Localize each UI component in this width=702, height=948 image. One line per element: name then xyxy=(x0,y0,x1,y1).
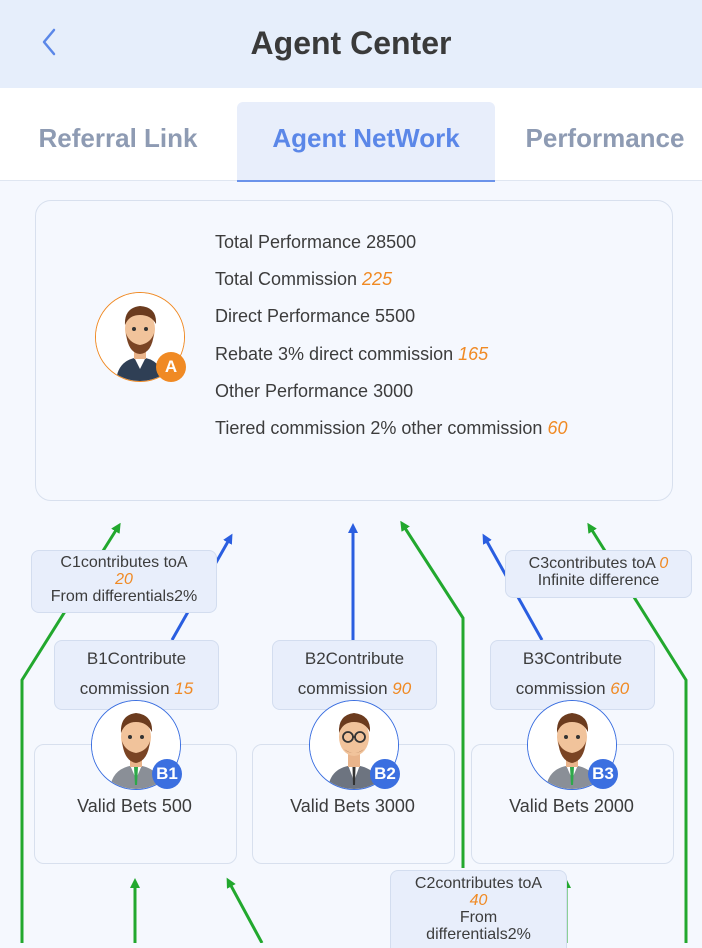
other-performance: Other Performance 3000 xyxy=(215,381,414,401)
c1-value: 20 xyxy=(115,571,133,588)
header-bar: Agent Center xyxy=(0,0,702,88)
b2-contrib-line2: commission 90 xyxy=(273,674,436,704)
c3-line1: C3contributes toA xyxy=(528,555,660,572)
c3-line1-wrap: C3contributes toA 0 xyxy=(506,555,691,572)
c2-line4: differentials2% xyxy=(426,926,531,943)
arrow-c2-to-a xyxy=(400,520,465,868)
b3-contribution-box: B3Contribute commission 60 xyxy=(490,640,655,710)
direct-performance: Direct Performance 5500 xyxy=(215,306,416,326)
b3-commission-value: 60 xyxy=(610,679,630,698)
c3-line2: Infinite difference xyxy=(537,572,660,589)
b3-contrib-line2: commission 60 xyxy=(491,674,654,704)
b1-contribution-box: B1Contribute commission 15 xyxy=(54,640,219,710)
c2-line1: C2contributes toA xyxy=(414,875,543,892)
c2-value: 40 xyxy=(469,892,488,909)
c1-line3: From differentials2% xyxy=(50,588,198,605)
total-performance: Total Performance 28500 xyxy=(215,232,417,252)
tab-agent-network[interactable]: Agent NetWork xyxy=(237,102,495,182)
total-commission: Total Commission 225 xyxy=(215,269,392,290)
b1-commission-value: 15 xyxy=(174,679,194,698)
c3-contribution-box: C3contributes toA 0 Infinite difference xyxy=(505,550,692,598)
b1-contrib-line1: B1Contribute xyxy=(86,649,187,668)
tiered-label: Tiered commission 2% other commission xyxy=(215,418,548,438)
total-commission-label: Total Commission xyxy=(215,269,363,289)
b3-badge: B3 xyxy=(588,759,618,789)
b1-avatar[interactable] xyxy=(91,700,181,790)
b3-contrib-line1: B3Contribute xyxy=(522,649,623,668)
c3-value: 0 xyxy=(659,555,669,572)
b2-commission-value: 90 xyxy=(392,679,412,698)
arrow-c-to-b1-diag xyxy=(226,877,264,943)
b1-contrib-label: commission xyxy=(79,679,175,698)
tiered-value: 60 xyxy=(547,418,568,438)
back-arrow-icon[interactable] xyxy=(34,24,66,60)
b1-valid-bets: Valid Bets 500 xyxy=(77,796,192,816)
b3-contrib-label: commission xyxy=(515,679,611,698)
b2-contribution-box: B2Contribute commission 90 xyxy=(272,640,437,710)
c2-contribution-box: C2contributes toA 40 From differentials2… xyxy=(390,870,567,948)
agent-a-badge: A xyxy=(156,352,186,382)
rebate-label: Rebate 3% direct commission xyxy=(215,344,459,364)
tab-bar: Referral Link Agent NetWork Performance xyxy=(0,88,702,182)
total-commission-value: 225 xyxy=(362,269,393,289)
b1-badge: B1 xyxy=(152,759,182,789)
rebate-value: 165 xyxy=(458,344,489,364)
page-title: Agent Center xyxy=(250,25,452,61)
c2-line3: From xyxy=(459,909,498,926)
b2-contrib-line1: B2Contribute xyxy=(304,649,405,668)
rebate-commission: Rebate 3% direct commission 165 xyxy=(215,344,488,365)
b1-contrib-line2: commission 15 xyxy=(55,674,218,704)
b2-badge: B2 xyxy=(370,759,400,789)
tab-performance[interactable]: Performance xyxy=(525,123,685,153)
b2-valid-bets: Valid Bets 3000 xyxy=(290,796,415,816)
tab-referral-link[interactable]: Referral Link xyxy=(38,123,198,153)
c1-contribution-box: C1contributes toA 20 From differentials2… xyxy=(31,550,217,613)
c1-line1: C1contributes toA xyxy=(60,554,188,571)
b2-contrib-label: commission xyxy=(297,679,393,698)
b3-valid-bets: Valid Bets 2000 xyxy=(509,796,634,816)
tiered-commission: Tiered commission 2% other commission 60 xyxy=(215,418,567,439)
